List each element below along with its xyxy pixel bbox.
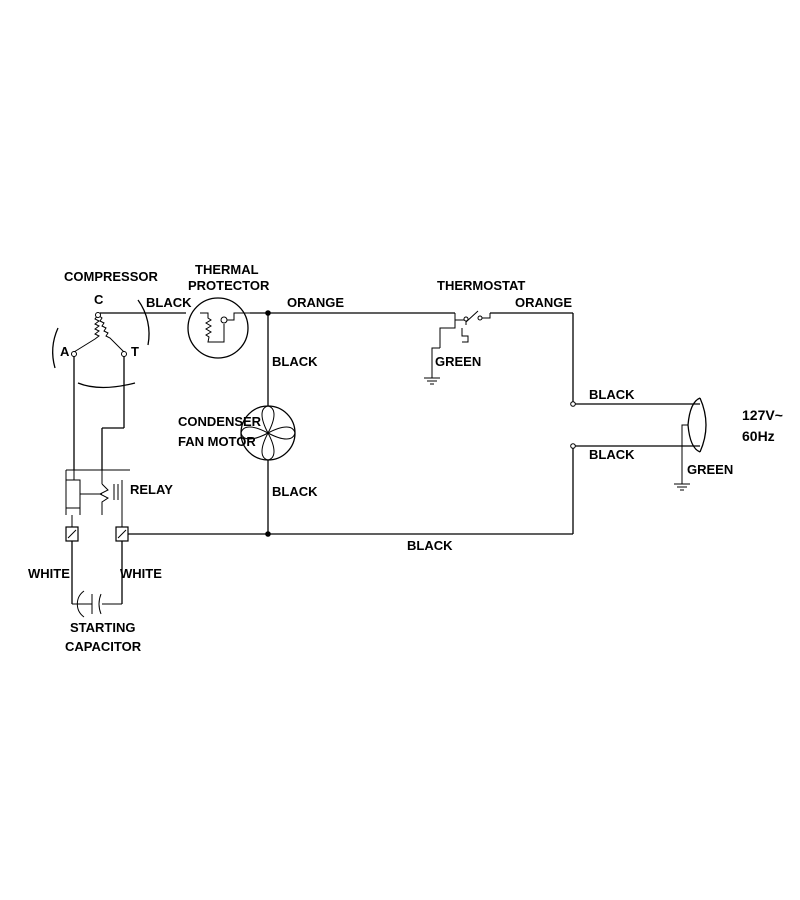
condenser-fan-motor-symbol: [240, 405, 296, 461]
wire-label-capacitor-left: WHITE: [28, 566, 70, 581]
thermal-protector-label-line2: PROTECTOR: [188, 278, 270, 293]
plug-symbol: [674, 397, 707, 491]
thermal-protector-label-line1: THERMAL: [195, 262, 259, 277]
supply-label-line2: 60Hz: [742, 428, 775, 444]
compressor-symbol: [52, 299, 150, 470]
thermostat-label: THERMOSTAT: [437, 278, 525, 293]
terminal-a-label: A: [60, 344, 70, 359]
wire-label-capacitor-right: WHITE: [120, 566, 162, 581]
wire-label-fan-lower: BLACK: [272, 484, 318, 499]
wire-label-bottom-return: BLACK: [407, 538, 453, 553]
wire-label-compressor-protector: BLACK: [146, 295, 192, 310]
starting-capacitor-symbol: [71, 541, 123, 618]
wire-label-thermostat-ground: GREEN: [435, 354, 481, 369]
condenser-fan-label-line1: CONDENSER: [178, 414, 262, 429]
relay-symbol: [65, 469, 130, 542]
wire-label-fan-upper: BLACK: [272, 354, 318, 369]
compressor-label: COMPRESSOR: [64, 269, 159, 284]
main-wires: [122, 312, 700, 535]
relay-label: RELAY: [130, 482, 173, 497]
thermostat-symbol: [424, 310, 491, 385]
wire-label-plug-ground: GREEN: [687, 462, 733, 477]
junction-dots: [265, 310, 576, 537]
condenser-fan-label-line2: FAN MOTOR: [178, 434, 256, 449]
wire-label-plug-upper: BLACK: [589, 387, 635, 402]
thermal-protector-symbol: [187, 297, 250, 359]
wire-label-plug-lower: BLACK: [589, 447, 635, 462]
wire-label-thermostat-plug: ORANGE: [515, 295, 572, 310]
terminal-c-label: C: [94, 292, 104, 307]
starting-capacitor-label-line2: CAPACITOR: [65, 639, 142, 654]
wire-label-protector-thermostat: ORANGE: [287, 295, 344, 310]
starting-capacitor-label-line1: STARTING: [70, 620, 135, 635]
terminal-t-label: T: [131, 344, 139, 359]
supply-label-line1: 127V~: [742, 407, 783, 423]
